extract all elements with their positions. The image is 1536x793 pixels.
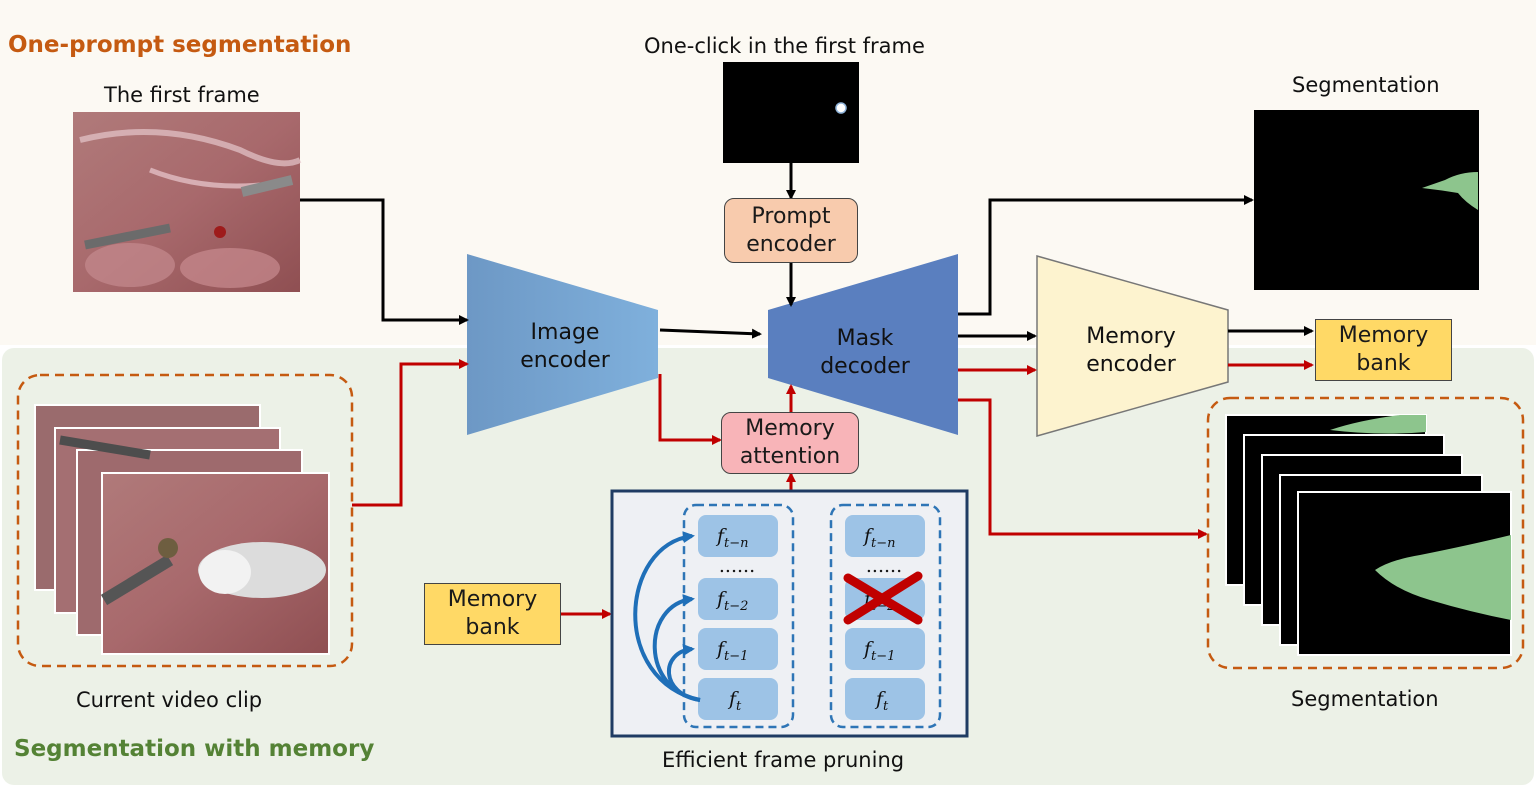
- right-feature-group: [829, 503, 942, 729]
- first-frame-image: [73, 112, 302, 292]
- segmentation-dashed-frame: [1206, 396, 1525, 670]
- segmentation-bottom-label: Segmentation: [1291, 687, 1439, 711]
- one-prompt-title: One-prompt segmentation: [8, 32, 352, 58]
- memory-bank-right-box: Memory bank: [1315, 319, 1452, 381]
- feature-left-dots: ......: [719, 555, 755, 577]
- segmentation-output-top: [1254, 110, 1479, 290]
- image-encoder-shape: [467, 254, 658, 435]
- segmentation-mask-stack: [1225, 414, 1512, 656]
- prompt-encoder-box: Prompt encoder: [724, 198, 858, 263]
- pruned-cross-icon: [843, 571, 923, 625]
- image-encoder-label: Image encoder: [520, 320, 610, 373]
- left-features: [698, 515, 778, 720]
- memory-encoder-label: Memory encoder: [1086, 324, 1176, 377]
- memory-attention-box: Memory attention: [721, 412, 859, 474]
- click-prompt-image: [723, 62, 859, 163]
- similarity-arrows: [633, 531, 701, 702]
- left-feature-group: [682, 503, 795, 729]
- segmentation-top-label: Segmentation: [1292, 73, 1440, 97]
- memory-encoder-shape: [1036, 255, 1229, 437]
- mask-decoder-shape: [768, 254, 958, 435]
- memory-bank-left-box: Memory bank: [424, 583, 561, 645]
- video-clip-dashed-frame: [16, 373, 354, 668]
- first-frame-label: The first frame: [104, 83, 260, 107]
- video-frame-stack: [34, 404, 330, 655]
- memory-title: Segmentation with memory: [14, 736, 375, 762]
- feature-right-dots: ......: [866, 555, 902, 577]
- one-click-label: One-click in the first frame: [644, 34, 925, 58]
- mask-decoder-label: Mask decoder: [820, 326, 910, 379]
- pruning-label: Efficient frame pruning: [662, 748, 905, 772]
- current-clip-label: Current video clip: [76, 688, 263, 712]
